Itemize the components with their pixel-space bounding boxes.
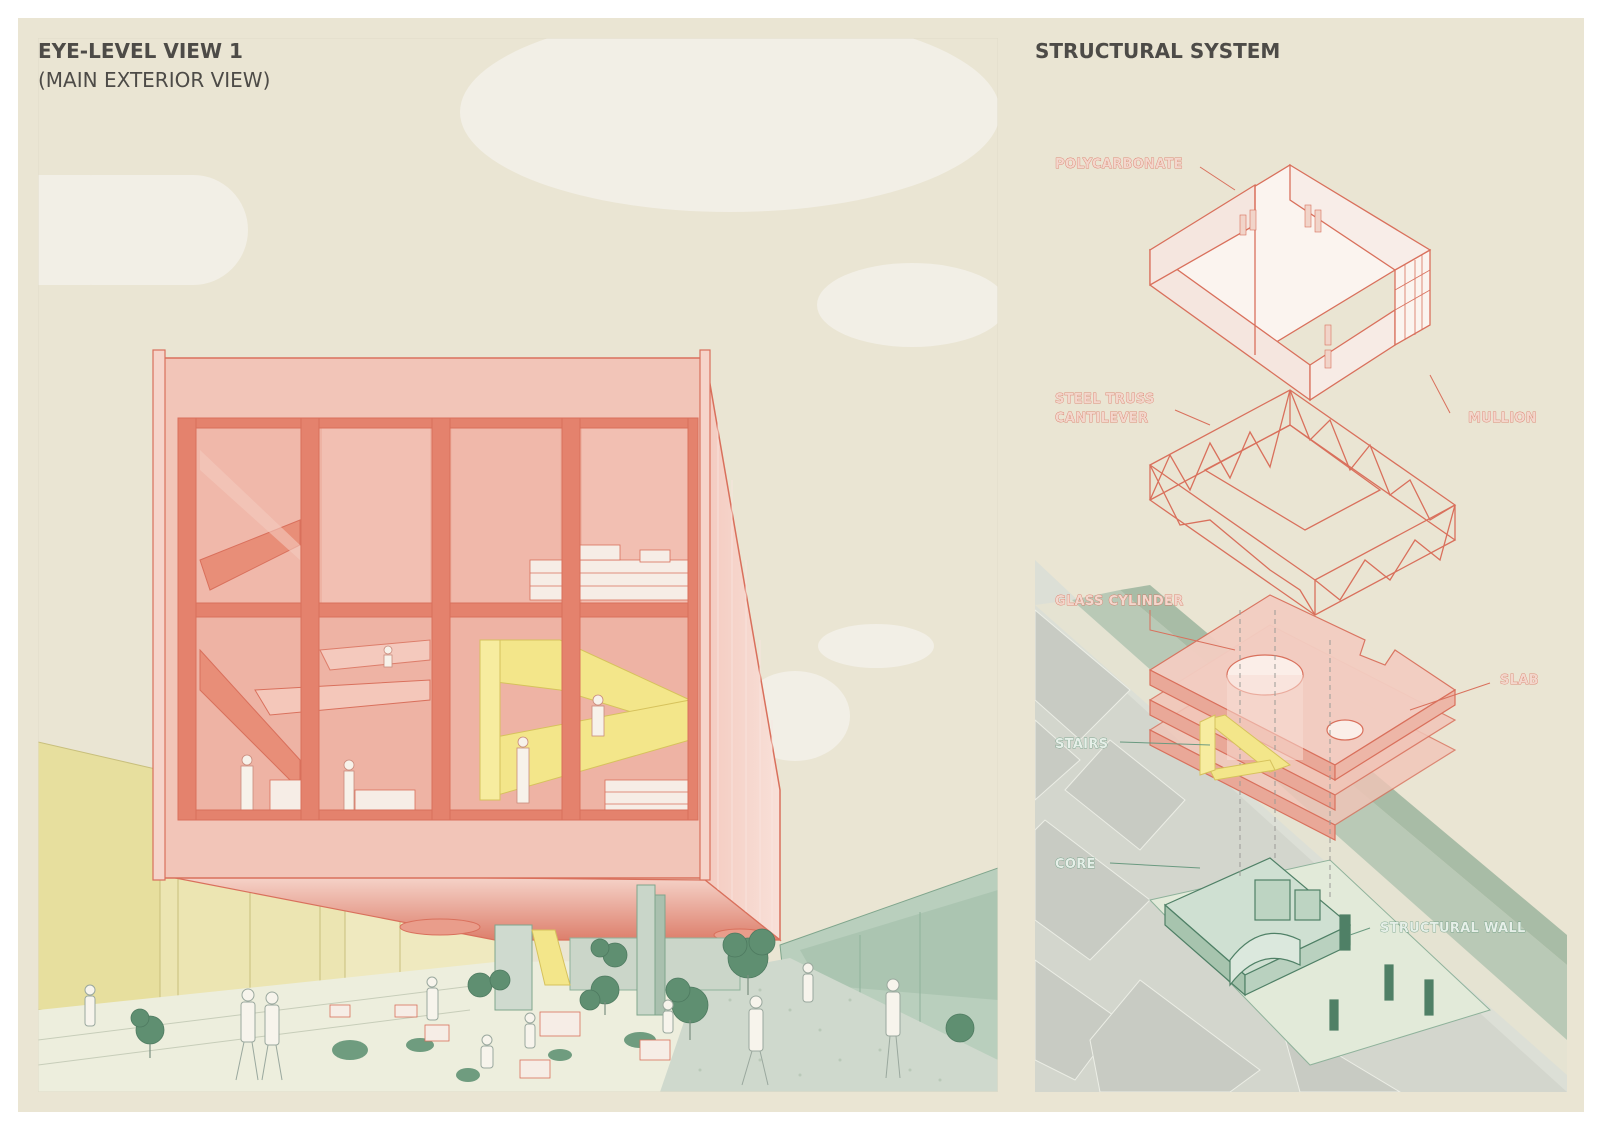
steel-truss — [1148, 389, 1457, 616]
gravel-texture — [698, 988, 942, 1082]
left-panel-title: EYE-LEVEL VIEW 1 — [38, 39, 243, 63]
plaza-shrubs — [332, 1032, 656, 1082]
cantilever-building — [152, 349, 782, 942]
ground-level-structure — [494, 884, 741, 1016]
label-structural-wall: STRUCTURAL WALL — [1380, 921, 1526, 936]
left-panel-subtitle: (MAIN EXTERIOR VIEW) — [38, 68, 270, 92]
diagram-labels: POLYCARBONATE STEEL TRUSS CANTILEVER MUL… — [1055, 157, 1539, 937]
eye-level-view-illustration — [38, 38, 998, 1092]
label-slab: SLAB — [1500, 673, 1539, 688]
label-steel-truss-line1: STEEL TRUSS — [1055, 392, 1155, 407]
label-polycarbonate: POLYCARBONATE — [1055, 157, 1183, 172]
structural-system-diagram: POLYCARBONATE STEEL TRUSS CANTILEVER MUL… — [1035, 157, 1567, 1092]
plaza-trees — [130, 928, 975, 1045]
plaza-people — [84, 962, 901, 1086]
label-glass-cylinder: GLASS CYLINDER — [1055, 594, 1184, 609]
core-structure — [1163, 857, 1434, 1031]
plaza-furniture — [329, 1004, 671, 1079]
label-mullion: MULLION — [1468, 411, 1537, 426]
interior-people — [240, 645, 605, 814]
label-leader-lines — [1109, 166, 1491, 936]
tree-trunks — [149, 975, 749, 1058]
floor-slabs — [1148, 594, 1457, 900]
polycarbonate-shell — [1148, 163, 1432, 402]
right-panel-title: STRUCTURAL SYSTEM — [1035, 39, 1280, 63]
facade-mullions — [177, 417, 699, 821]
label-core: CORE — [1055, 857, 1096, 872]
label-stairs: STAIRS — [1055, 737, 1108, 752]
label-steel-truss-line2: CANTILEVER — [1055, 411, 1148, 426]
